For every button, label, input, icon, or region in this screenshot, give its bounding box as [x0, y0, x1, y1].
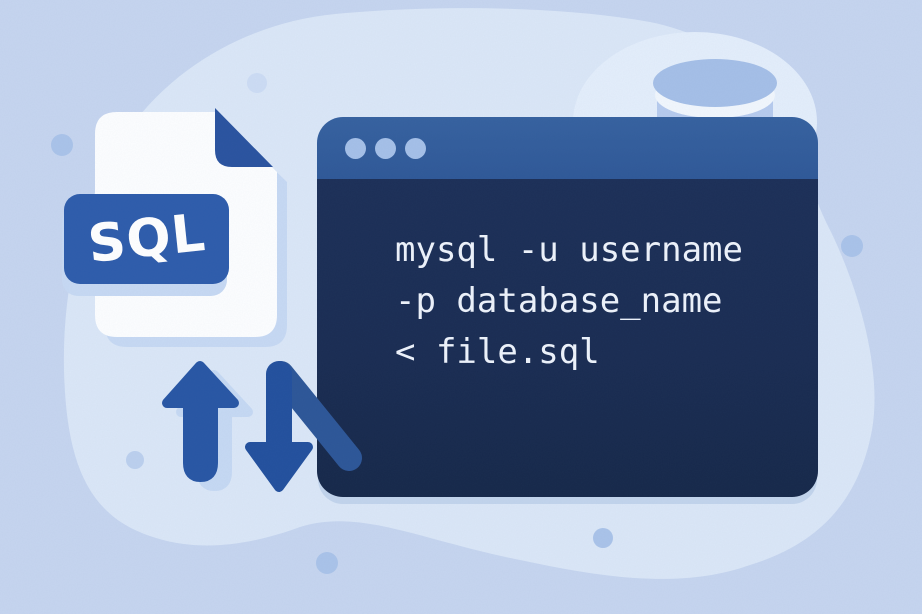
window-control-dot	[375, 137, 396, 159]
sql-badge-label: SQL	[84, 203, 209, 275]
window-control-dot	[345, 137, 366, 159]
decorative-dot	[316, 552, 338, 574]
cylinder-top	[653, 59, 777, 107]
terminal-command-line-2: -p database_name	[395, 281, 723, 321]
window-control-dot	[405, 137, 426, 159]
terminal-body: mysql -u username -p database_name < fil…	[317, 179, 818, 497]
sql-badge: SQL	[64, 194, 229, 284]
terminal-titlebar	[317, 117, 818, 179]
decorative-dot	[593, 528, 613, 548]
decorative-dot	[841, 235, 863, 257]
terminal-command-line-3: < file.sql	[395, 332, 600, 372]
terminal-command-line-1: mysql -u username	[395, 230, 743, 270]
decorative-dot	[126, 451, 144, 469]
decorative-dot	[51, 134, 73, 156]
terminal-window: mysql -u username -p database_name < fil…	[317, 117, 818, 497]
decorative-dot	[247, 73, 267, 93]
